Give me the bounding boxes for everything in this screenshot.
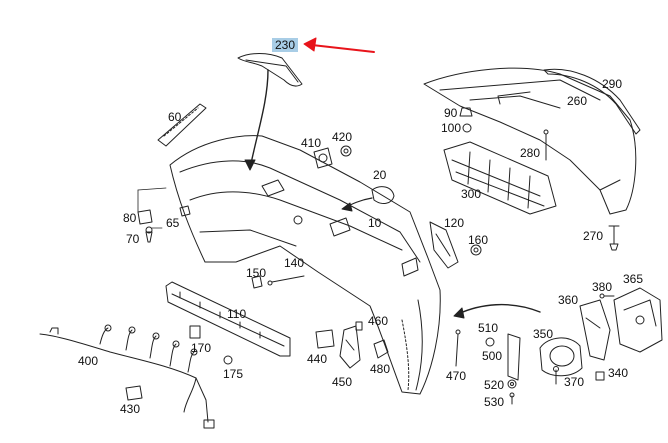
screw-280 (543, 129, 549, 161)
label-400[interactable]: 400 (78, 354, 99, 368)
clip-510 (485, 337, 495, 347)
flap-20 (341, 186, 395, 212)
screw-370 (553, 366, 559, 385)
screw-530 (509, 392, 515, 405)
label-530[interactable]: 530 (484, 395, 505, 409)
label-120[interactable]: 120 (444, 216, 465, 230)
label-270[interactable]: 270 (583, 229, 604, 243)
rod-470 (455, 329, 461, 367)
label-450[interactable]: 450 (332, 375, 353, 389)
label-65[interactable]: 65 (166, 216, 180, 230)
label-140[interactable]: 140 (284, 256, 305, 270)
label-10[interactable]: 10 (368, 216, 382, 230)
wiring-harness-400 (39, 324, 215, 429)
bracket-500 (507, 333, 521, 381)
washer-520 (507, 379, 517, 389)
label-520[interactable]: 520 (484, 378, 505, 392)
clip-90 (459, 107, 473, 117)
clip-410 (313, 147, 333, 169)
label-365[interactable]: 365 (623, 272, 644, 286)
label-340[interactable]: 340 (608, 366, 629, 380)
label-170[interactable]: 170 (191, 341, 212, 355)
bracket-120 (429, 221, 459, 269)
absorber-300 (443, 141, 557, 215)
bracket-480 (373, 339, 389, 359)
bracket-450 (339, 325, 361, 369)
red-pointer-arrow (303, 37, 375, 53)
cover-440 (315, 329, 335, 349)
label-350[interactable]: 350 (533, 327, 554, 341)
clip-460 (355, 321, 363, 331)
side-rail-60 (157, 103, 207, 147)
bracket-80 (137, 209, 153, 225)
bracket-360 (579, 299, 611, 361)
carrier-260 (423, 67, 637, 215)
label-100[interactable]: 100 (441, 121, 462, 135)
label-420[interactable]: 420 (332, 130, 353, 144)
clip-65 (179, 205, 191, 217)
label-90[interactable]: 90 (444, 106, 458, 120)
connector-430 (125, 385, 143, 401)
screw-70 (145, 226, 153, 243)
label-500[interactable]: 500 (482, 349, 503, 363)
label-280[interactable]: 280 (520, 146, 541, 160)
label-380[interactable]: 380 (592, 280, 613, 294)
trim-piece-230 (237, 53, 303, 87)
label-510[interactable]: 510 (478, 321, 499, 335)
arrow-side-to-bumper (453, 303, 541, 319)
label-470[interactable]: 470 (446, 369, 467, 383)
label-230[interactable]: 230 (272, 38, 299, 52)
label-150[interactable]: 150 (246, 266, 267, 280)
label-410[interactable]: 410 (301, 136, 322, 150)
label-20[interactable]: 20 (373, 168, 387, 182)
label-480[interactable]: 480 (370, 362, 391, 376)
label-60[interactable]: 60 (168, 110, 182, 124)
label-80[interactable]: 80 (123, 211, 137, 225)
clip-150 (251, 275, 263, 289)
screw-380 (599, 293, 615, 299)
clip-100 (462, 123, 472, 133)
sensor-170 (189, 325, 201, 339)
label-260[interactable]: 260 (567, 94, 588, 108)
label-360[interactable]: 360 (558, 293, 579, 307)
label-110[interactable]: 110 (227, 307, 247, 321)
edge-strip-290 (543, 68, 641, 135)
arrow-230-to-bumper (244, 69, 269, 171)
housing-350 (539, 337, 583, 377)
label-175[interactable]: 175 (223, 367, 244, 381)
rod-140 (267, 275, 305, 286)
clip-420 (340, 145, 352, 157)
clip-340 (595, 371, 605, 381)
label-300[interactable]: 300 (461, 187, 482, 201)
lower-rail-110 (165, 281, 291, 357)
label-290[interactable]: 290 (602, 77, 623, 91)
bumper-cover-10 (169, 135, 441, 395)
label-430[interactable]: 430 (120, 402, 141, 416)
plug-160 (470, 244, 482, 256)
label-160[interactable]: 160 (468, 233, 489, 247)
bracket-365 (613, 287, 663, 353)
label-70[interactable]: 70 (126, 232, 140, 246)
label-460[interactable]: 460 (368, 314, 389, 328)
clip-175 (223, 355, 233, 365)
label-440[interactable]: 440 (307, 352, 328, 366)
leader-lines (137, 187, 167, 229)
label-370[interactable]: 370 (564, 375, 585, 389)
screw-270 (608, 225, 620, 251)
